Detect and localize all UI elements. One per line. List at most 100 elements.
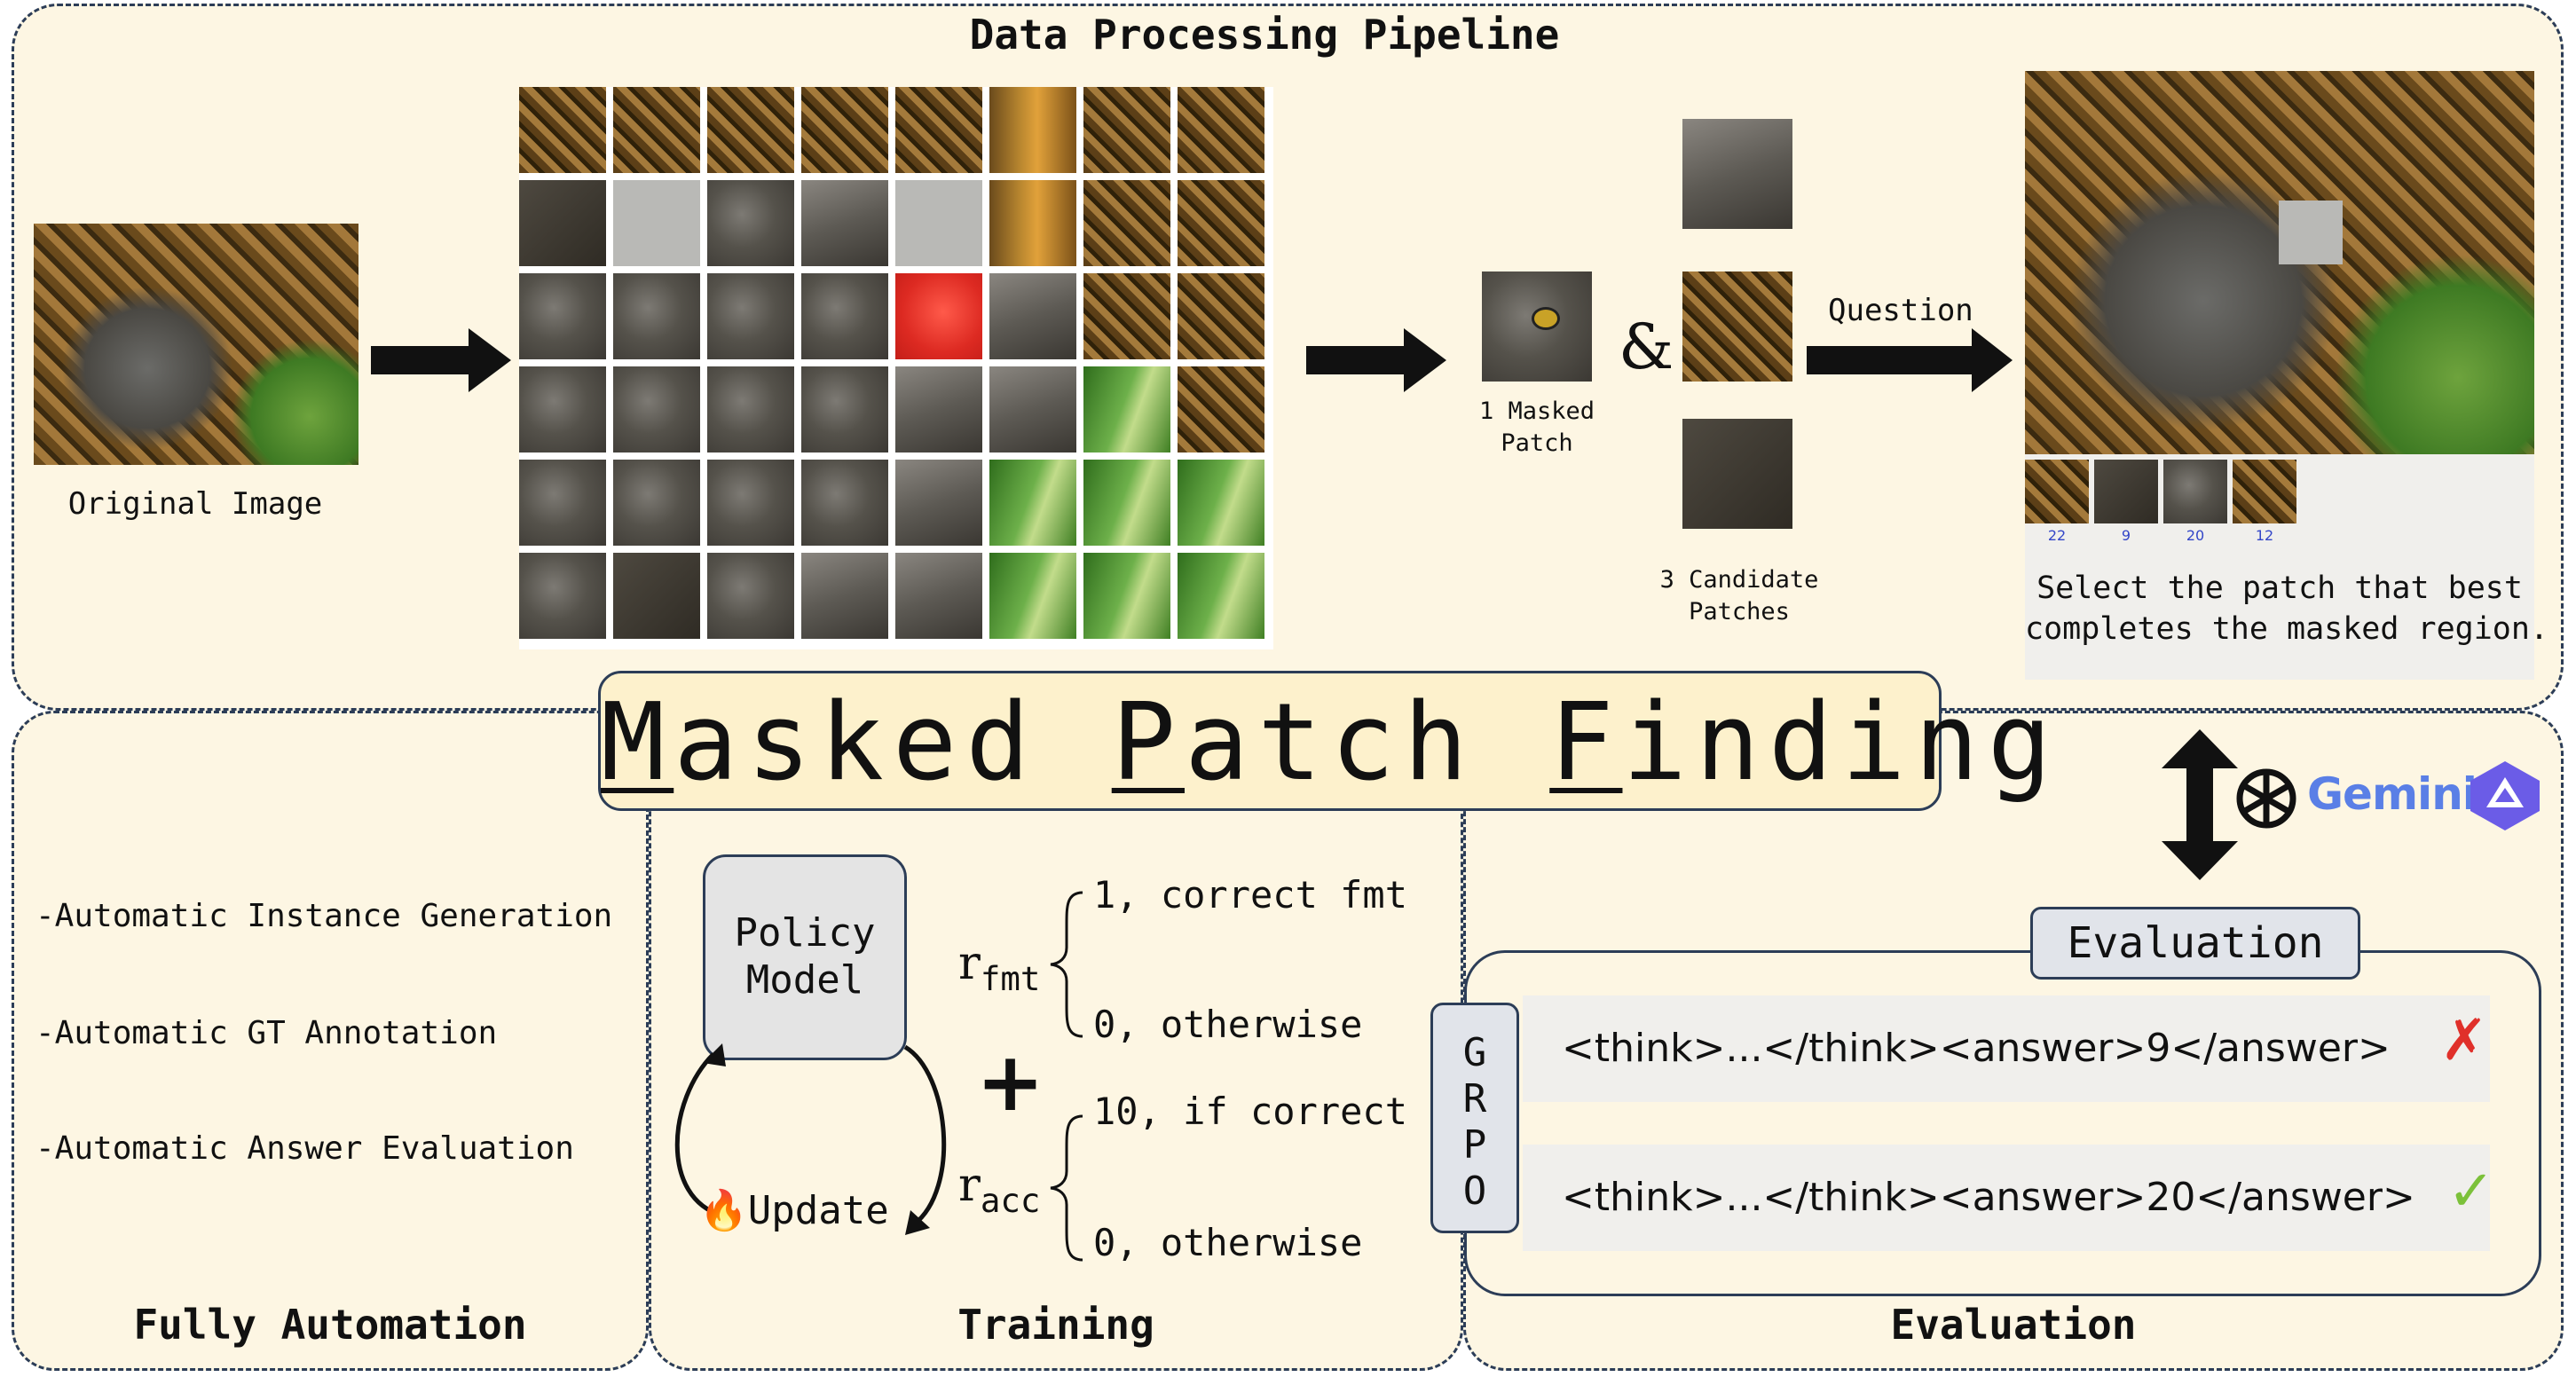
reward-fmt-symbol: rfmt: [958, 937, 1041, 999]
grid-patch: [707, 273, 794, 359]
response-correct: <think>...</think><answer>20</answer>: [1523, 1145, 2490, 1251]
highlighted-patch: [895, 273, 982, 359]
pipeline-title: Data Processing Pipeline: [969, 11, 1560, 59]
training-title: Training: [957, 1301, 1154, 1349]
policy-model-box: Policy Model: [703, 854, 907, 1060]
original-image-label: Original Image: [67, 486, 323, 522]
reward-acc-symbol: racc: [958, 1159, 1041, 1221]
ampersand: &: [1619, 311, 1674, 383]
option-thumbnail: [2094, 460, 2158, 523]
arrow-right-icon: [1807, 328, 2013, 392]
method-title: Masked Patch Finding: [601, 681, 2060, 805]
grid-patch: [801, 87, 888, 173]
qwen-icon: [2470, 761, 2540, 830]
brace-icon: [1050, 1114, 1083, 1262]
grid-patch: [895, 366, 982, 452]
grid-patch: [613, 460, 700, 546]
grpo-box: G R P O: [1430, 1003, 1519, 1233]
reward-acc-case1: 10, if correct: [1093, 1090, 1408, 1133]
question-label: Question: [1828, 293, 1973, 328]
grid-patch: [1083, 366, 1170, 452]
grid-patch: [707, 460, 794, 546]
grid-patch: [989, 460, 1076, 546]
grid-patch: [1083, 180, 1170, 266]
grid-patch: [801, 273, 888, 359]
check-icon: ✓: [2447, 1159, 2495, 1224]
masked-patch-label: 1 Masked Patch: [1478, 397, 1595, 458]
option-number: 9: [2121, 527, 2131, 544]
grid-patch: [801, 366, 888, 452]
grid-patch: [895, 180, 982, 266]
option-number: 22: [2047, 527, 2067, 544]
candidate-patches-label: 3 Candidate Patches: [1659, 566, 1819, 626]
reward-acc-case2: 0, otherwise: [1093, 1221, 1363, 1264]
grid-patch: [519, 273, 606, 359]
option-thumbnail: [2025, 460, 2089, 523]
cross-icon: ✗: [2440, 1008, 2488, 1074]
response-wrong: <think>...</think><answer>9</answer>: [1523, 995, 2490, 1102]
grid-patch: [989, 366, 1076, 452]
option-number: 20: [2186, 527, 2205, 544]
grid-patch: [707, 180, 794, 266]
grid-patch: [989, 87, 1076, 173]
grid-patch: [1083, 460, 1170, 546]
grid-patch: [613, 180, 700, 266]
fire-icon: 🔥: [699, 1188, 748, 1233]
plus-sign: +: [976, 1035, 1045, 1129]
grid-patch: [519, 87, 606, 173]
candidate-patch: [1682, 419, 1792, 529]
masked-patch: [1482, 271, 1592, 382]
grid-patch: [1178, 180, 1264, 266]
grid-patch: [1083, 87, 1170, 173]
grid-patch: [519, 180, 606, 266]
grid-patch: [613, 87, 700, 173]
grid-patch: [801, 553, 888, 639]
candidate-patch: [1682, 119, 1792, 229]
reward-fmt-case1: 1, correct fmt: [1093, 873, 1408, 917]
grid-patch: [519, 553, 606, 639]
method-title-box: Masked Patch Finding: [598, 671, 2060, 811]
grpo-letter: R: [1462, 1076, 1487, 1121]
arrow-right-icon: [1306, 328, 1446, 392]
mask-region: [2279, 201, 2343, 264]
grid-patch: [801, 180, 888, 266]
grid-patch: [1083, 553, 1170, 639]
reward-fmt-case2: 0, otherwise: [1093, 1003, 1363, 1046]
grid-patch: [895, 87, 982, 173]
arrow-right-icon: [371, 328, 511, 392]
grid-patch: [613, 366, 700, 452]
openai-icon: [2236, 768, 2296, 829]
original-image: [34, 224, 358, 465]
auto-item-annotation: -Automatic GT Annotation: [35, 1015, 498, 1051]
grid-patch: [989, 553, 1076, 639]
grid-patch: [707, 553, 794, 639]
policy-model-label: Policy Model: [734, 910, 876, 1003]
auto-item-generation: -Automatic Instance Generation: [35, 898, 613, 934]
gemini-logo: Gemini: [2307, 768, 2478, 820]
grpo-letter: O: [1462, 1169, 1487, 1214]
grid-patch: [989, 180, 1076, 266]
grpo-letter: P: [1462, 1122, 1487, 1168]
grid-patch: [1178, 87, 1264, 173]
grid-patch: [801, 460, 888, 546]
grid-patch: [519, 460, 606, 546]
question-prompt: Select the patch that best completes the…: [2025, 571, 2549, 648]
grid-patch: [1178, 460, 1264, 546]
grid-patch: [1178, 366, 1264, 452]
candidate-patch: [1682, 271, 1792, 382]
brace-icon: [1050, 891, 1083, 1038]
grid-patch: [613, 273, 700, 359]
automation-title: Fully Automation: [133, 1301, 527, 1349]
auto-item-evaluation: -Automatic Answer Evaluation: [35, 1130, 574, 1167]
grpo-letter: G: [1462, 1030, 1487, 1075]
double-arrow-icon: [2162, 729, 2238, 880]
grid-patch: [707, 87, 794, 173]
grid-patch: [1083, 273, 1170, 359]
option-thumbnail: [2163, 460, 2227, 523]
evaluation-title: Evaluation: [1890, 1301, 2137, 1349]
grid-patch: [519, 366, 606, 452]
grid-patch: [895, 460, 982, 546]
grid-patch: [989, 273, 1076, 359]
update-loop-arrows: [674, 1043, 947, 1235]
